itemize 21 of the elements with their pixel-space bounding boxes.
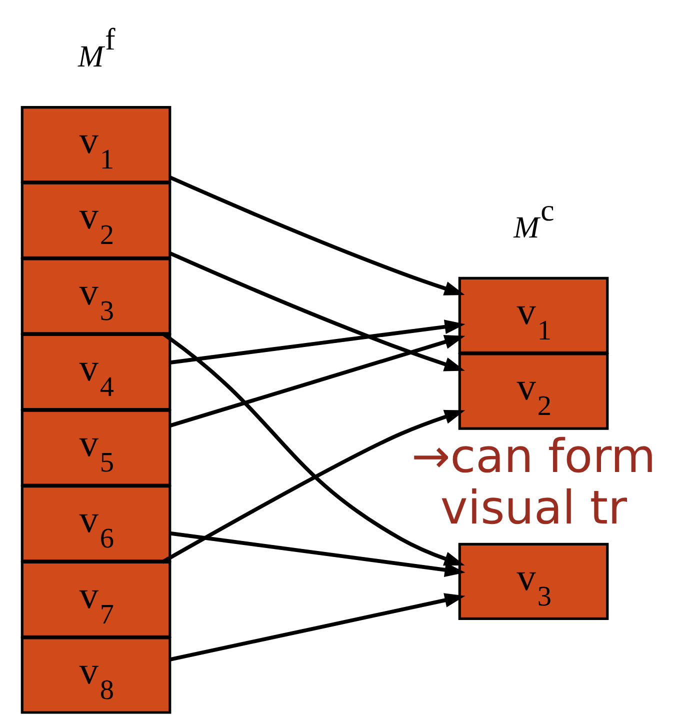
node-box: v$_{3}$ xyxy=(20,258,171,335)
arrow xyxy=(169,334,465,428)
arrow xyxy=(160,410,465,564)
node-box: v$_{6}$ xyxy=(20,485,171,562)
label: visual tr xyxy=(440,480,627,534)
node-box: v$_{3}$ xyxy=(458,542,608,620)
node-box: v$_{8}$ xyxy=(20,636,171,714)
node-box: v$_{1}$ xyxy=(458,276,608,354)
arrow xyxy=(169,320,465,364)
label: →can form xyxy=(410,428,656,483)
node-box: v$_{7}$ xyxy=(20,560,171,638)
arrow xyxy=(169,531,465,577)
node-box: v$_{1}$ xyxy=(20,106,171,184)
arrow xyxy=(169,176,464,296)
node-box: v$_{5}$ xyxy=(20,409,171,486)
arrow xyxy=(161,332,464,566)
node-box: v$_{2}$ xyxy=(20,182,171,259)
node-box: v$_{2}$ xyxy=(458,352,608,430)
arrow xyxy=(169,593,465,662)
node-box: v$_{4}$ xyxy=(20,333,171,411)
arrow xyxy=(169,252,464,372)
